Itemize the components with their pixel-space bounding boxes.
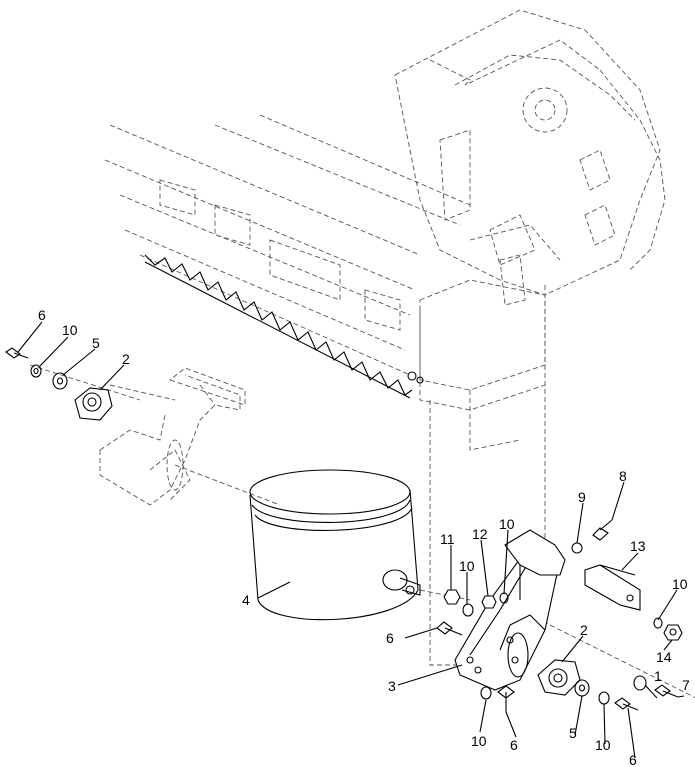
callout-10-washer-bottom: 10 [471, 733, 487, 749]
callout-labels: 6 10 5 2 4 11 10 12 10 9 8 13 10 14 6 2 … [38, 307, 690, 767]
callout-6-bolt-bottom: 6 [510, 737, 518, 753]
callout-10-washer-upper: 10 [499, 516, 515, 532]
callout-6-bolt-lower: 6 [629, 752, 637, 767]
callout-2-bearing-left: 2 [122, 351, 130, 367]
upper-bracket [99, 367, 246, 506]
roller-drum [249, 469, 421, 621]
callout-2-bearing-right: 2 [580, 622, 588, 638]
leader-lines [17, 321, 685, 759]
callout-3-bracket: 3 [388, 678, 396, 694]
callout-1-washer: 1 [654, 668, 662, 684]
callout-9-washer: 9 [578, 489, 586, 505]
lower-bracket [454, 529, 566, 691]
callout-10-washer-right: 10 [672, 576, 688, 592]
left-hardware [5, 347, 113, 421]
callout-14-nut: 14 [656, 649, 672, 665]
chassis-frame [104, 9, 666, 411]
callout-5-washer-left: 5 [92, 335, 100, 351]
callout-11-nut: 11 [440, 531, 455, 547]
callout-12-nut: 12 [472, 526, 488, 542]
callout-5-washer-right: 5 [569, 725, 577, 741]
callout-4-roller: 4 [242, 592, 250, 608]
callout-10-washer-left: 10 [62, 322, 78, 338]
callout-10-washer-mid: 10 [459, 558, 475, 574]
callout-7-bolt: 7 [682, 677, 690, 693]
serrated-bar [144, 254, 424, 399]
callout-13-arm: 13 [630, 538, 646, 554]
callout-6-bolt-left: 6 [38, 307, 46, 323]
callout-10-washer-lower: 10 [595, 737, 611, 753]
callout-8-bolt: 8 [619, 468, 627, 484]
callout-6-bolt-mid: 6 [386, 630, 394, 646]
arm-bracket [584, 564, 641, 611]
